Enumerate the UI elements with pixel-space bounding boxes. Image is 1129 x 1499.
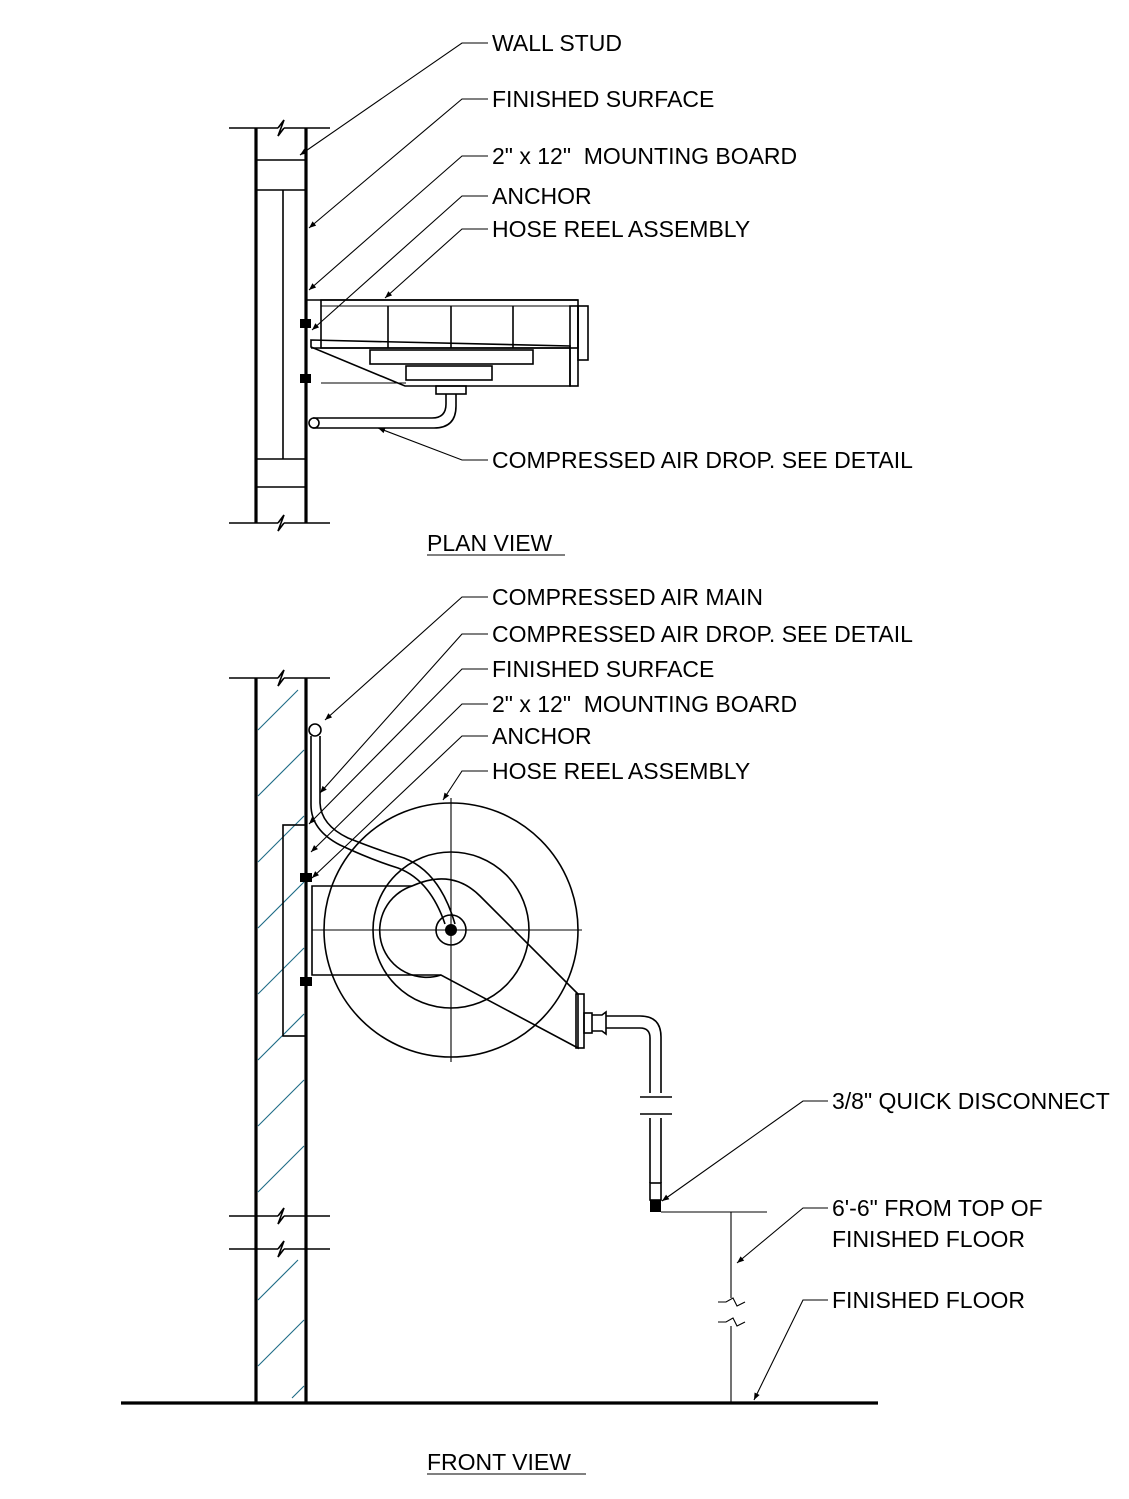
front-view-title: FRONT VIEW (427, 1449, 571, 1475)
front-hose-reel (311, 798, 585, 1062)
front-wall (229, 669, 330, 1403)
plan-view: WALL STUD FINISHED SURFACE 2" x 12" MOUN… (229, 30, 913, 556)
front-label-air-main: COMPRESSED AIR MAIN (492, 584, 763, 610)
front-anchor-upper (300, 873, 312, 882)
front-label-height-line1: 6'-6" FROM TOP OF (832, 1195, 1043, 1221)
front-leaders (308, 596, 828, 1401)
front-label-quick-disconnect: 3/8" QUICK DISCONNECT (832, 1088, 1110, 1114)
plan-label-wall-stud: WALL STUD (492, 30, 622, 56)
front-label-height-line2: FINISHED FLOOR (832, 1226, 1025, 1252)
height-dimension (661, 1211, 767, 1403)
plan-air-drop-pipe (313, 394, 457, 429)
front-view: COMPRESSED AIR MAIN COMPRESSED AIR DROP.… (121, 584, 1110, 1475)
wall-hatch-upper (257, 689, 305, 1193)
plan-label-anchor: ANCHOR (492, 183, 592, 209)
plan-wall (229, 119, 330, 532)
plan-anchor-lower (300, 374, 311, 383)
plan-anchor-upper (300, 319, 311, 328)
wall-hatch-lower (257, 1259, 305, 1399)
plan-air-drop-end (308, 417, 320, 429)
front-label-finished-surface: FINISHED SURFACE (492, 656, 714, 682)
front-air-drop-pipe (310, 736, 456, 925)
front-label-finished-floor: FINISHED FLOOR (832, 1287, 1025, 1313)
plan-hose-reel (306, 299, 589, 395)
plan-view-title: PLAN VIEW (427, 530, 553, 556)
plan-label-mounting-board: 2" x 12" MOUNTING BOARD (492, 143, 797, 169)
front-anchor-lower (300, 977, 312, 986)
plan-label-finished-surface: FINISHED SURFACE (492, 86, 714, 112)
plan-leaders (299, 42, 488, 461)
air-main-end (308, 723, 322, 737)
quick-disconnect-fitting (649, 1182, 662, 1201)
plan-label-air-drop: COMPRESSED AIR DROP. SEE DETAIL (492, 447, 913, 473)
front-label-hose-reel: HOSE REEL ASSEMBLY (492, 758, 750, 784)
front-label-air-drop: COMPRESSED AIR DROP. SEE DETAIL (492, 621, 913, 647)
front-mounting-board (282, 824, 307, 1037)
plan-label-hose-reel: HOSE REEL ASSEMBLY (492, 216, 750, 242)
front-label-anchor: ANCHOR (492, 723, 592, 749)
front-label-mounting-board: 2" x 12" MOUNTING BOARD (492, 691, 797, 717)
front-outlet-hose (583, 1010, 672, 1212)
